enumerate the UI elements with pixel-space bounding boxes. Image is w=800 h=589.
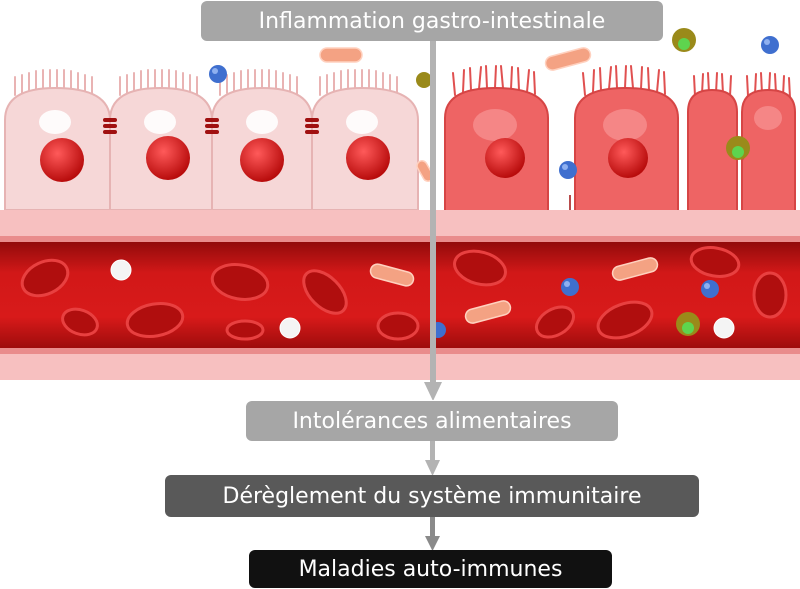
blood-vessel [0, 210, 800, 380]
step-immune-dysregulation: Dérèglement du système immunitaire [165, 475, 699, 517]
step-immune-dysregulation-label: Dérèglement du système immunitaire [222, 483, 642, 509]
inflamed-cells [444, 86, 796, 270]
microvilli [14, 65, 791, 99]
step-inflammation: Inflammation gastro-intestinale [201, 1, 663, 41]
step-autoimmune: Maladies auto-immunes [249, 550, 612, 588]
food-particles [319, 47, 659, 324]
step-intolerances-label: Intolérances alimentaires [292, 408, 572, 434]
step-intolerances: Intolérances alimentaires [246, 401, 618, 441]
gut-illustration [0, 28, 800, 400]
red-blood-cells [20, 246, 788, 341]
flow-arrow-main [424, 40, 442, 400]
immune-cells [110, 28, 779, 339]
step-autoimmune-label: Maladies auto-immunes [298, 556, 563, 582]
healthy-cells [4, 86, 419, 211]
step-inflammation-label: Inflammation gastro-intestinale [258, 8, 606, 34]
